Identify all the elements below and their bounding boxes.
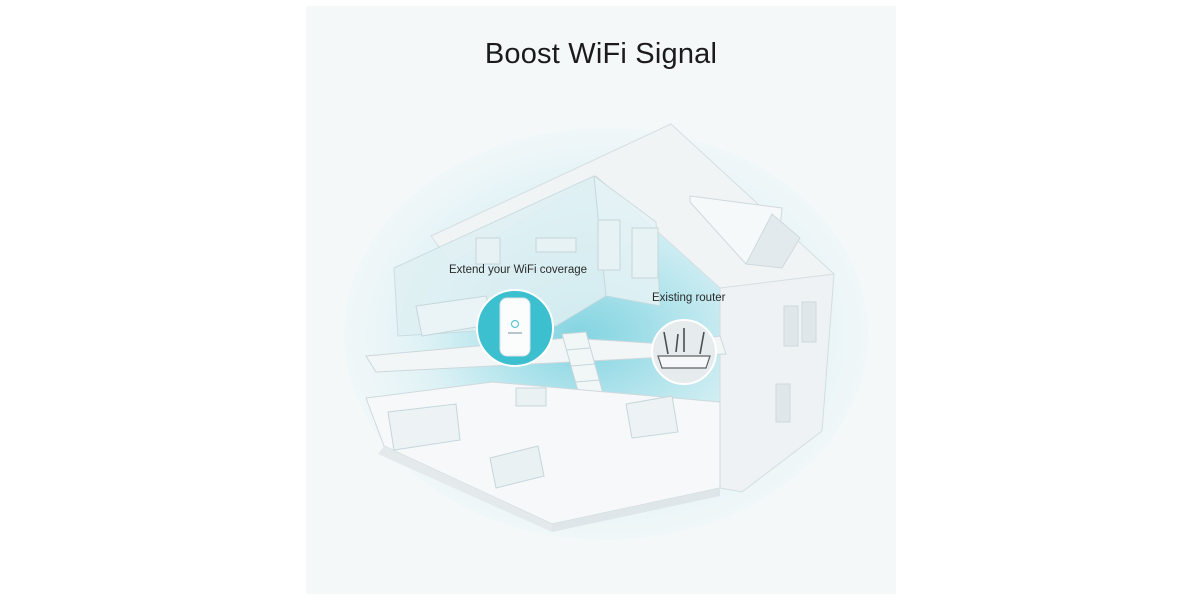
router-label: Existing router — [652, 292, 726, 304]
house-illustration — [344, 123, 868, 540]
extender-label: Extend your WiFi coverage — [449, 264, 588, 276]
extender-badge — [476, 289, 554, 367]
house-right-wall — [719, 273, 835, 493]
wifi-router-icon — [657, 328, 711, 369]
router-badge — [651, 319, 717, 385]
page-title: Boost WiFi Signal — [484, 38, 718, 70]
product-panel: Boost WiFi Signal Extend your WiFi cover… — [306, 6, 896, 594]
range-extender-icon — [499, 297, 531, 357]
